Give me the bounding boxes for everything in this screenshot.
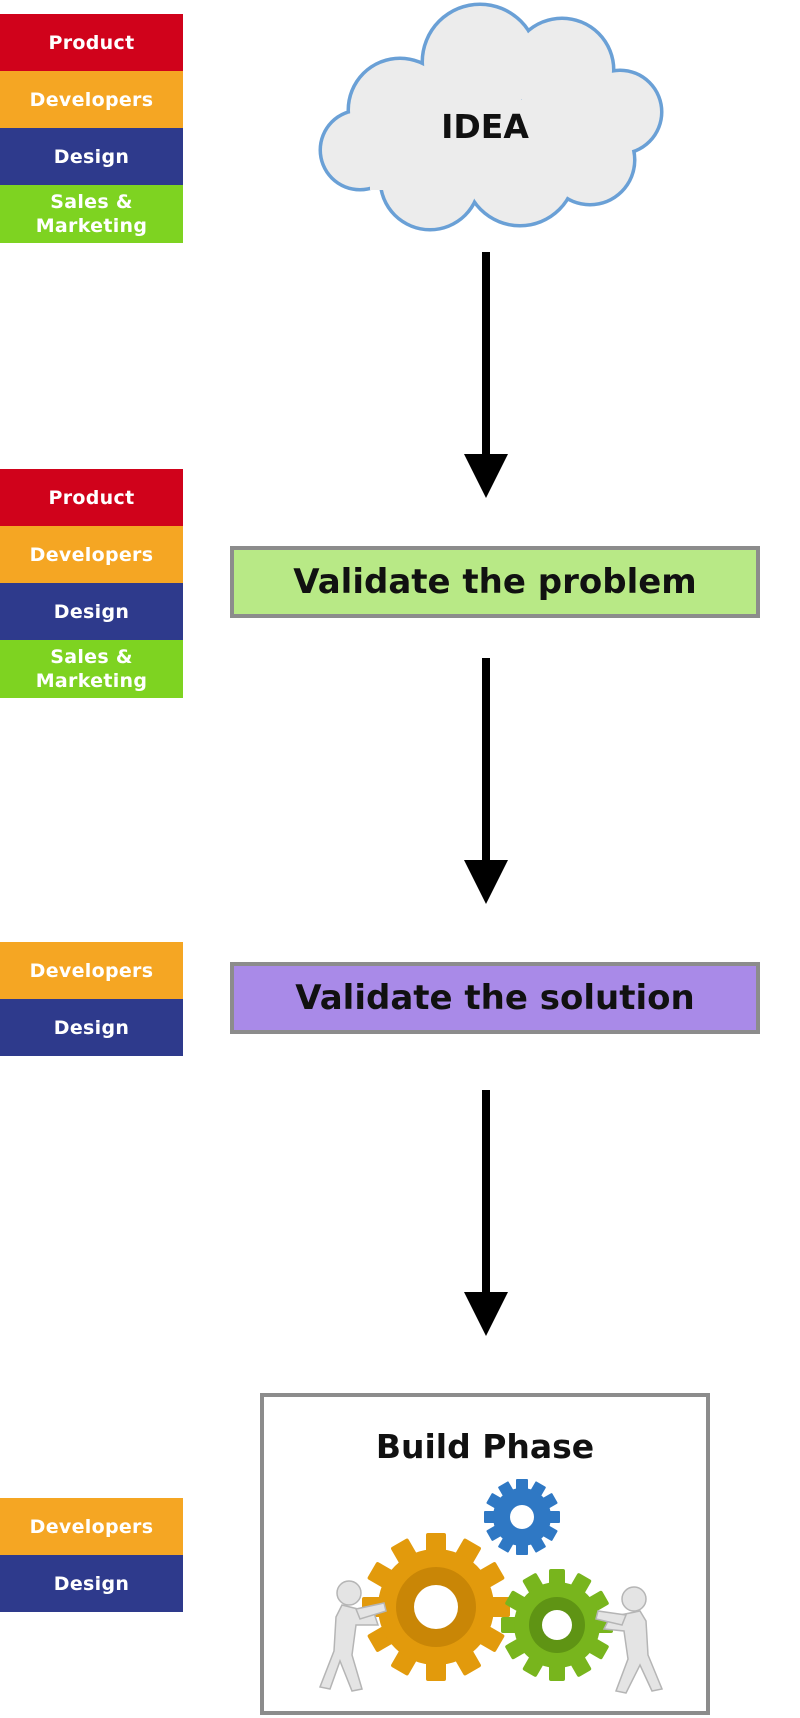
arrow-down-icon [464, 658, 508, 904]
team-badge-design: Design [0, 583, 183, 640]
team-badge-label: Developers [29, 543, 154, 566]
team-badge-label: Sales & [50, 646, 133, 668]
team-badge-label: Product [48, 31, 135, 54]
team-badge-design: Design [0, 999, 183, 1056]
stage-build-phase-label: Build Phase [375, 1427, 595, 1466]
team-badge-product: Product [0, 469, 183, 526]
team-badge-label: Marketing [35, 670, 148, 692]
team-badge-developers: Developers [0, 526, 183, 583]
stage-validate-solution-label: Validate the solution [295, 978, 695, 1018]
team-badge-label: Design [53, 1016, 130, 1039]
stage-validate-problem-label: Validate the problem [293, 562, 697, 602]
stage-build-phase: Build Phase [260, 1393, 710, 1715]
team-badge-label: Marketing [35, 215, 148, 237]
team-badge-developers: Developers [0, 1498, 183, 1555]
team-badge-sales-marketing: Sales &Marketing [0, 640, 183, 698]
team-badge-developers: Developers [0, 942, 183, 999]
team-badge-sales-marketing: Sales &Marketing [0, 185, 183, 243]
idea-label: IDEA [441, 107, 529, 146]
team-badge-label: Design [53, 1572, 130, 1595]
team-badge-design: Design [0, 128, 183, 185]
arrow-down-icon [464, 252, 508, 498]
team-badge-label: Sales & [50, 191, 133, 213]
team-badge-label: Developers [29, 1515, 154, 1538]
cloud-icon: IDEA [318, 2, 664, 232]
team-badge-label: Design [53, 145, 130, 168]
stage-validate-problem: Validate the problem [230, 546, 760, 618]
stage-validate-solution: Validate the solution [230, 962, 760, 1034]
team-badge-product: Product [0, 14, 183, 71]
team-badge-label: Developers [29, 88, 154, 111]
team-badge-label: Design [53, 600, 130, 623]
team-badge-developers: Developers [0, 71, 183, 128]
arrow-down-icon [464, 1090, 508, 1336]
gears-with-figures-icon [318, 1479, 664, 1694]
team-badge-label: Product [48, 486, 135, 509]
team-badge-design: Design [0, 1555, 183, 1612]
team-badge-label: Developers [29, 959, 154, 982]
